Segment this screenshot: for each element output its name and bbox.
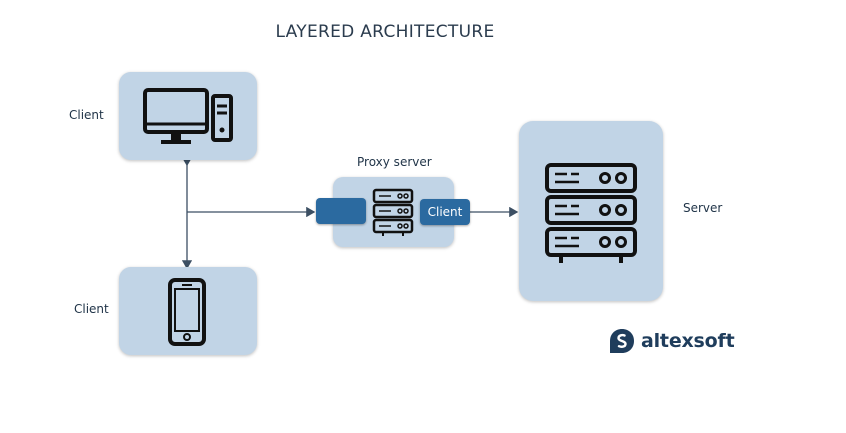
altexsoft-logo-icon — [610, 329, 634, 353]
server-box — [519, 121, 663, 301]
desktop-client-box — [119, 72, 257, 160]
diagram-title: LAYERED ARCHITECTURE — [275, 22, 495, 42]
server-rack-icon — [372, 188, 414, 236]
altexsoft-logo-text: altexsoft — [641, 330, 735, 352]
proxy-output-port: Client — [420, 199, 470, 225]
desktop-client-label: Client — [69, 108, 104, 122]
mobile-client-label: Client — [74, 302, 109, 316]
mobile-client-box — [119, 267, 257, 355]
altexsoft-logo: altexsoft — [609, 328, 735, 354]
desktop-computer-icon — [143, 88, 233, 144]
proxy-input-port — [316, 198, 366, 224]
smartphone-icon — [168, 278, 206, 346]
proxy-server-label: Proxy server — [357, 155, 432, 169]
server-rack-icon — [545, 163, 637, 263]
server-label: Server — [683, 201, 723, 215]
